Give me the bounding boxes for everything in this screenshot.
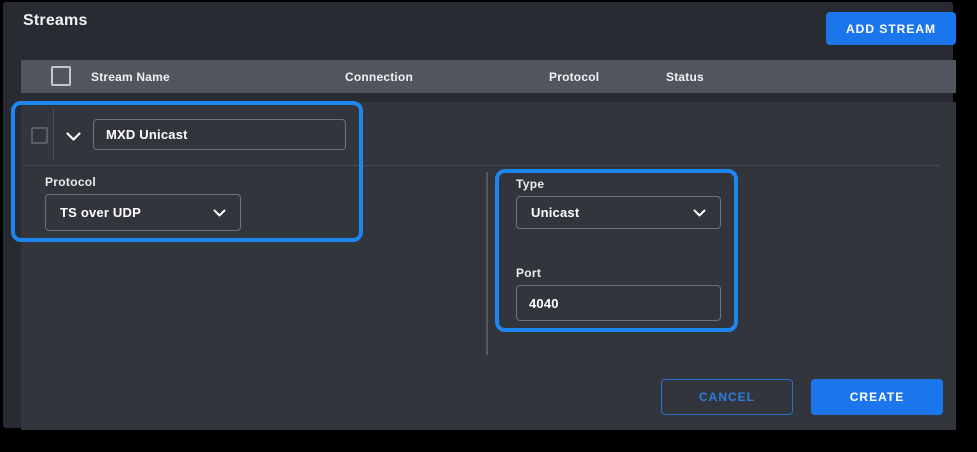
cancel-button[interactable]: CANCEL [661,379,793,415]
create-button[interactable]: CREATE [811,379,943,415]
chevron-down-icon [213,209,226,216]
page-title: Streams [23,12,88,29]
column-header-connection: Connection [345,70,413,84]
protocol-dropdown[interactable]: TS over UDP [45,194,241,231]
column-header-protocol: Protocol [549,70,600,84]
add-stream-button[interactable]: ADD STREAM [826,12,956,45]
table-header-row [21,60,956,93]
port-label: Port [516,266,542,280]
protocol-dropdown-value: TS over UDP [60,205,141,220]
editor-divider [25,165,940,166]
row-checkbox[interactable] [31,127,48,144]
type-dropdown-value: Unicast [531,205,580,220]
chevron-down-icon [693,209,706,216]
select-all-checkbox[interactable] [51,66,71,86]
chevron-down-icon [65,131,81,141]
port-input[interactable] [516,285,721,321]
type-dropdown[interactable]: Unicast [516,196,721,229]
stream-editor-card [21,102,956,430]
protocol-label: Protocol [45,175,97,189]
streams-panel: Streams ADD STREAM Stream Name Connectio… [3,2,956,430]
form-column-divider [486,172,488,355]
column-header-status: Status [666,70,704,84]
collapse-row-button[interactable] [62,126,84,146]
row-divider [53,108,54,160]
type-label: Type [516,177,545,191]
stream-name-input[interactable] [93,119,346,150]
column-header-stream-name: Stream Name [91,70,170,84]
